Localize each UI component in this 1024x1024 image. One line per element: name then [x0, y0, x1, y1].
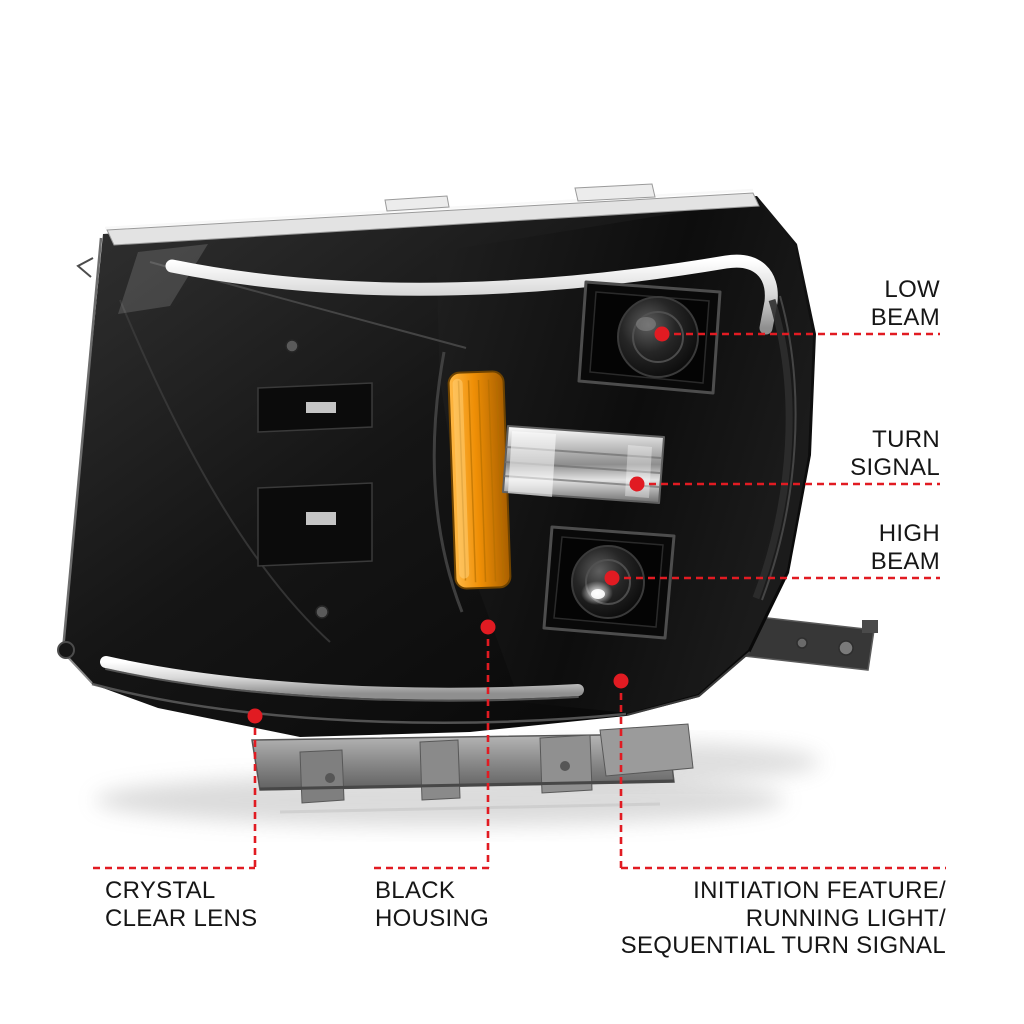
label-low-beam: LOW BEAM	[870, 276, 940, 331]
marker-high-beam	[604, 570, 620, 586]
marker-initiation-feature	[613, 673, 629, 689]
marker-black-housing	[480, 619, 496, 635]
turn-signal-strip	[502, 425, 665, 504]
high-beam-projector	[542, 525, 676, 640]
low-beam-projector	[577, 280, 722, 395]
leader-crystal-clear-lens	[93, 716, 257, 870]
label-high-beam: HIGH BEAM	[870, 520, 940, 575]
side-mount-tabs	[57, 257, 373, 659]
leader-initiation-feature	[619, 681, 946, 870]
label-turn-signal: TURN SIGNAL	[850, 426, 940, 481]
marker-low-beam	[654, 326, 670, 342]
label-initiation-feature: INITIATION FEATURE/ RUNNING LIGHT/ SEQUE…	[620, 877, 946, 960]
bottom-bracket	[251, 723, 694, 814]
marker-crystal-clear-lens	[247, 708, 263, 724]
leader-black-housing	[374, 627, 490, 870]
label-crystal-clear-lens: CRYSTAL CLEAR LENS	[105, 877, 258, 932]
label-black-housing: BLACK HOUSING	[375, 877, 490, 932]
light-bar	[100, 254, 778, 702]
marker-turn-signal	[629, 476, 645, 492]
amber-reflector	[447, 370, 512, 590]
top-lens-strip	[104, 183, 760, 246]
